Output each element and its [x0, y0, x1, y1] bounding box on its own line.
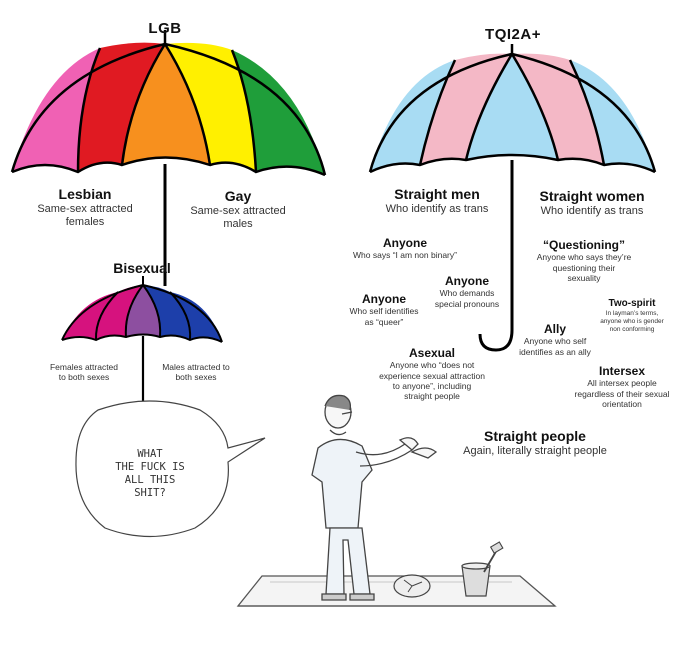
- anyone-pronouns-block: Anyone Who demands special pronouns: [426, 274, 508, 309]
- questioning-desc-2: questioning their: [552, 262, 616, 273]
- bi-females-1: Females attracted: [49, 362, 119, 372]
- straight-women-desc: Who identify as trans: [540, 204, 644, 217]
- bi-males-1: Males attracted to: [162, 362, 230, 372]
- speech-text: WHAT THE FUCK IS ALL THIS SHIT?: [100, 448, 200, 501]
- tqi2a-umbrella: [368, 44, 657, 352]
- man-figure: [311, 394, 438, 601]
- bi-males-block: Males attracted to both sexes: [145, 362, 247, 382]
- lesbian-desc-2: females: [65, 215, 105, 228]
- bucket-icon: [461, 541, 504, 597]
- tq-panel-4: [512, 53, 604, 165]
- straight-men-desc: Who identify as trans: [385, 202, 489, 215]
- intersex-desc-2: regardless of their sexual: [574, 388, 670, 399]
- intersex-block: Intersex All intersex people regardless …: [566, 364, 678, 409]
- anyone-pronouns-desc-2: special pronouns: [434, 298, 500, 309]
- anyone-pronouns-desc-1: Who demands: [439, 288, 495, 299]
- bi-females-block: Females attracted to both sexes: [30, 362, 138, 382]
- two-spirit-desc-3: non conforming: [609, 325, 655, 333]
- bi-males-2: both sexes: [175, 372, 217, 383]
- intersex-label: Intersex: [598, 364, 646, 378]
- ally-label: Ally: [543, 322, 566, 336]
- anyone-queer-label: Anyone: [361, 292, 406, 306]
- lgb-title: LGB: [148, 20, 182, 37]
- anyone-nb-label: Anyone: [382, 236, 427, 250]
- straight-people-label: Straight people: [484, 428, 586, 444]
- anyone-queer-desc-2: as “queer”: [364, 316, 404, 327]
- lgb-panel-orange: [122, 44, 210, 165]
- gay-label: Gay: [224, 188, 252, 204]
- two-spirit-desc-1: In layman’s terms,: [605, 310, 659, 317]
- lesbian-desc-1: Same-sex attracted: [37, 202, 133, 215]
- lesbian-label: Lesbian: [58, 186, 112, 202]
- speech-line-1: WHAT: [137, 448, 163, 460]
- lgb-panel-green: [232, 50, 325, 175]
- ball-icon: [393, 574, 431, 598]
- gay-block: Gay Same-sex attracted males: [173, 188, 303, 231]
- asexual-desc-2: experience sexual attraction: [379, 370, 485, 381]
- bi-panel-blue-dark: [170, 292, 222, 342]
- gay-desc-2: males: [223, 217, 253, 230]
- two-spirit-desc-2: anyone who is gender: [600, 317, 664, 325]
- tq-panel-2: [420, 53, 512, 165]
- tqi2a-title: TQI2A+: [485, 26, 541, 43]
- tq-panel-5: [570, 60, 655, 172]
- bisexual-umbrella: [61, 276, 223, 402]
- two-spirit-block: Two-spirit In layman’s terms, anyone who…: [590, 298, 674, 333]
- gay-desc-1: Same-sex attracted: [190, 204, 286, 217]
- questioning-block: “Questioning” Anyone who says they’re qu…: [525, 238, 643, 283]
- straight-women-block: Straight women Who identify as trans: [528, 188, 656, 218]
- speech-line-2: THE FUCK IS: [115, 461, 185, 474]
- straight-people-block: Straight people Again, literally straigh…: [450, 428, 620, 458]
- bisexual-label: Bisexual: [113, 260, 171, 276]
- speech-line-3: ALL THIS: [124, 474, 176, 487]
- straight-women-label: Straight women: [539, 188, 645, 204]
- lesbian-block: Lesbian Same-sex attracted females: [20, 186, 150, 229]
- ally-desc-1: Anyone who self: [523, 336, 587, 347]
- asexual-block: Asexual Anyone who “does not experience …: [364, 346, 500, 401]
- straight-men-label: Straight men: [394, 186, 480, 202]
- asexual-desc-4: straight people: [404, 390, 460, 401]
- anyone-pronouns-label: Anyone: [444, 274, 489, 288]
- lgb-panel-yellow: [165, 42, 256, 172]
- bi-panel-purple: [125, 285, 161, 337]
- two-spirit-label: Two-spirit: [608, 298, 656, 309]
- intersex-desc-1: All intersex people: [587, 378, 657, 389]
- bi-panel-red: [95, 285, 143, 340]
- bi-panel-magenta: [62, 292, 118, 340]
- anyone-queer-block: Anyone Who self identifies as “queer”: [339, 292, 429, 327]
- tqi2a-shaft-hook: [478, 160, 514, 352]
- bi-panel-blue: [143, 285, 191, 340]
- lgb-umbrella: [10, 30, 327, 286]
- tq-panel-1: [370, 60, 455, 172]
- intersex-desc-3: orientation: [602, 398, 642, 409]
- lgb-panel-red: [78, 42, 165, 172]
- straight-men-block: Straight men Who identify as trans: [372, 186, 502, 216]
- bi-females-2: to both sexes: [58, 372, 110, 383]
- ally-block: Ally Anyone who self identifies as an al…: [512, 322, 598, 357]
- straight-people-desc: Again, literally straight people: [463, 444, 607, 457]
- questioning-label: “Questioning”: [543, 238, 625, 252]
- speech-bubble: [75, 400, 266, 538]
- questioning-desc-3: sexuality: [567, 272, 601, 283]
- speech-line-4: SHIT?: [134, 487, 166, 500]
- asexual-desc-3: to anyone”, including: [392, 380, 472, 391]
- ally-desc-2: identifies as an ally: [519, 346, 591, 357]
- asexual-desc-1: Anyone who “does not: [389, 360, 475, 371]
- asexual-label: Asexual: [408, 346, 456, 360]
- anyone-queer-desc-1: Who self identifies: [349, 306, 419, 317]
- anyone-nb-block: Anyone Who says “I am non binary”: [346, 236, 464, 261]
- tq-panel-3: [466, 54, 558, 160]
- anyone-nb-desc: Who says “I am non binary”: [353, 250, 457, 261]
- questioning-desc-1: Anyone who says they’re: [536, 252, 632, 263]
